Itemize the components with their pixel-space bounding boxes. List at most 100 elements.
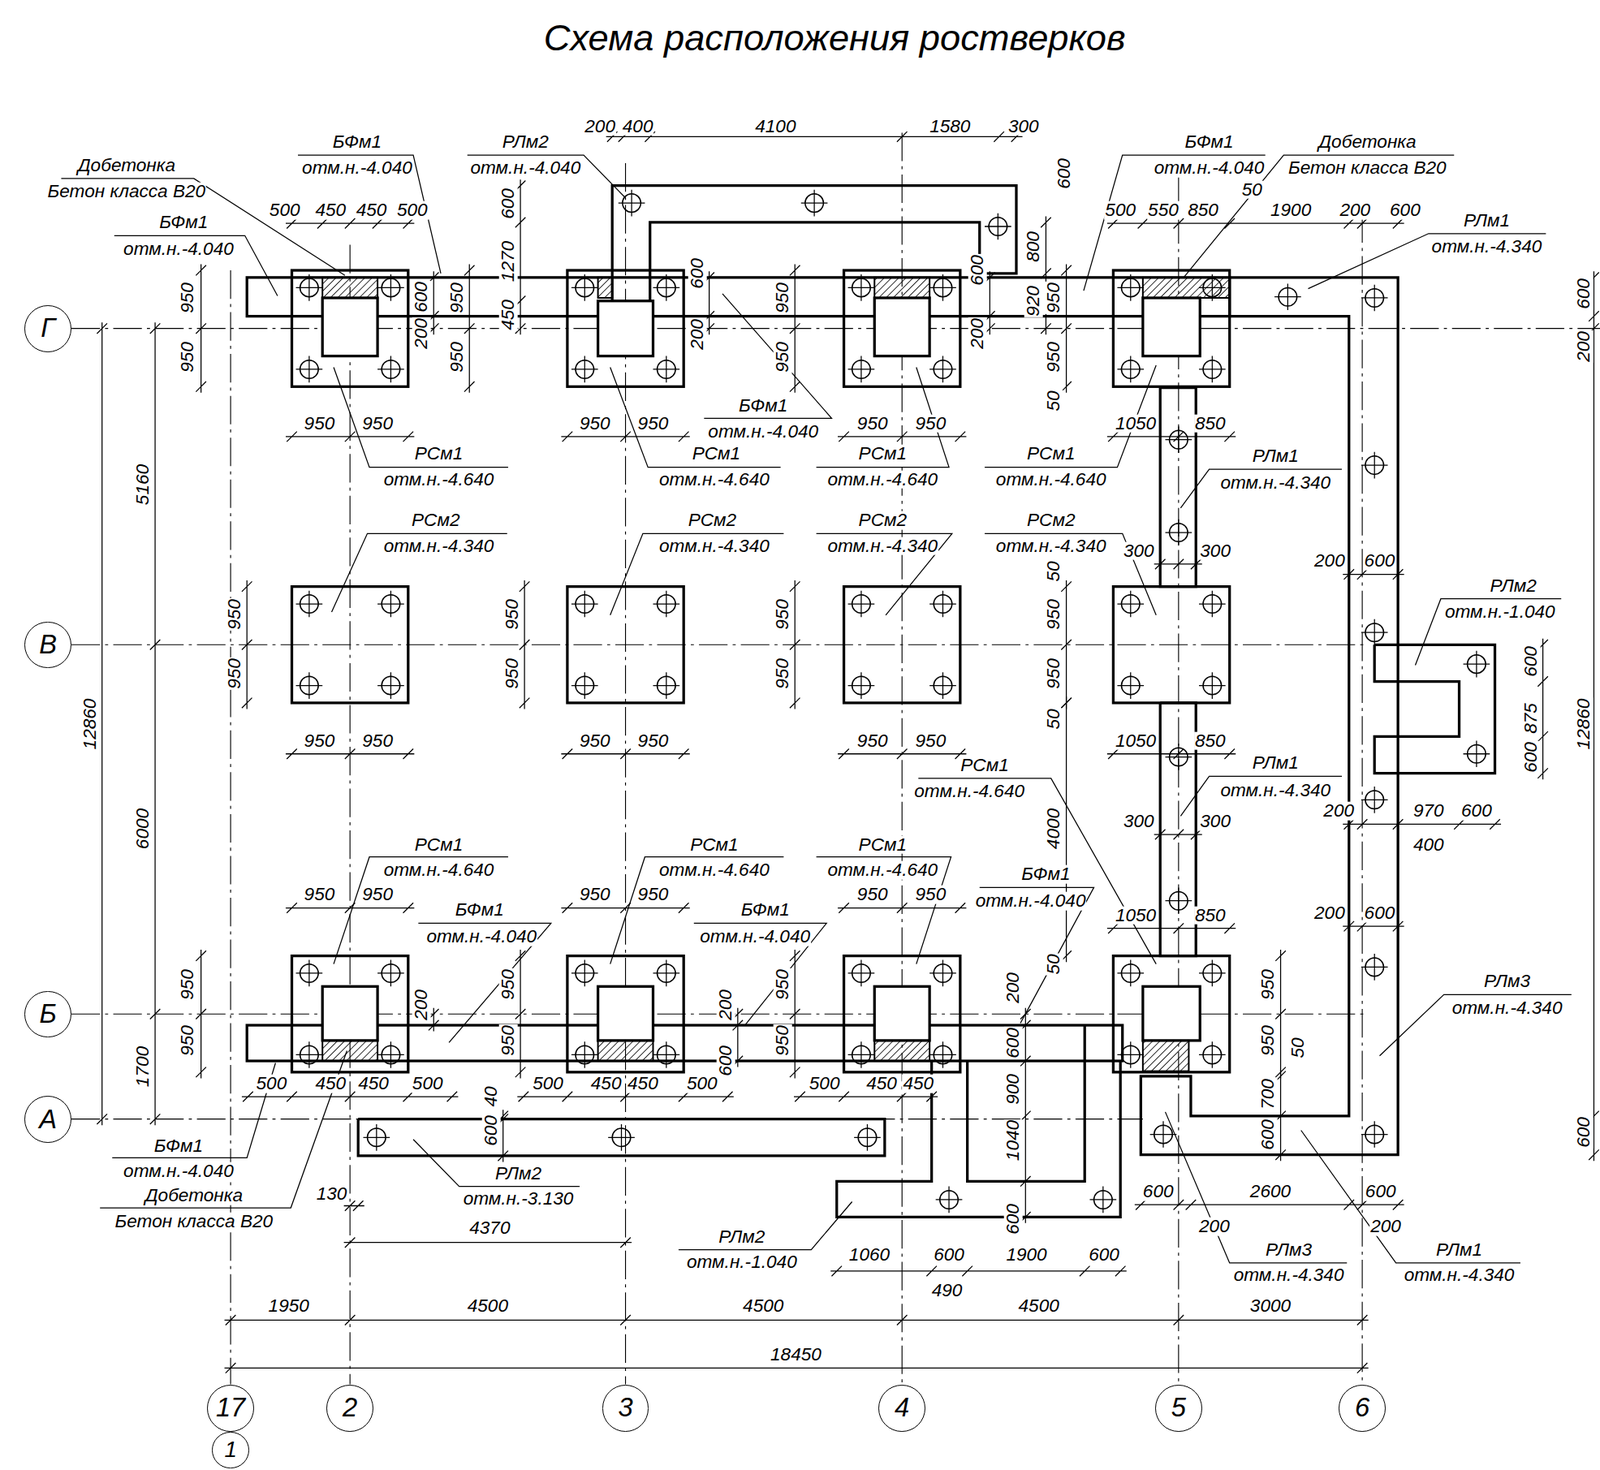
dimension-value: 200 — [1574, 331, 1594, 364]
dimension-line — [560, 748, 690, 760]
dimension-value: 200 — [1338, 201, 1372, 220]
concrete-infill — [322, 1040, 378, 1061]
elevation-mark: отм.н.-4.040 — [122, 239, 235, 259]
dimension-value: 500 — [531, 1074, 565, 1094]
dimension-value: 1050 — [1114, 731, 1157, 751]
dimension-value: 200 — [412, 317, 432, 350]
axis-bubble: А — [24, 1095, 72, 1143]
dimension-value: 50 — [1241, 180, 1264, 199]
pile-symbol — [608, 1124, 635, 1152]
pile-cross — [652, 672, 680, 699]
elevation-mark: отм.н.-4.340 — [995, 536, 1108, 556]
pile-symbol — [1361, 619, 1389, 647]
dimension-value: 1040 — [1004, 1119, 1023, 1162]
grillage-beam — [967, 1025, 1086, 1182]
dimension-value: 950 — [773, 657, 793, 691]
dimension-value: 300 — [1122, 541, 1156, 561]
dimension-value: 600 — [1521, 645, 1540, 678]
dimension-value: 5160 — [133, 463, 153, 506]
dimension-value: 600 — [1004, 1203, 1023, 1236]
pile-symbol — [801, 189, 829, 217]
dimension-value: 50 — [1044, 708, 1064, 731]
note-text: Добетонка — [77, 155, 177, 175]
dimension-value: 950 — [914, 414, 948, 433]
dimension-value: 950 — [303, 885, 337, 905]
dimension-value: 200 — [1322, 802, 1355, 821]
dimension-value: 400 — [1412, 835, 1445, 854]
leader-line — [333, 366, 509, 467]
pile-cross — [848, 356, 876, 384]
axis-bubble: 3 — [602, 1384, 650, 1432]
pile-cross — [1361, 1121, 1389, 1148]
pile-symbol — [1198, 672, 1226, 699]
elevation-mark: отм.н.-4.040 — [974, 892, 1087, 911]
dimension-value: 200 — [715, 988, 735, 1022]
pile-cross — [1361, 953, 1389, 981]
dimension-value: 4100 — [754, 117, 797, 137]
elevation-mark: отм.н.-4.340 — [1233, 1266, 1346, 1286]
dimension-value: 200 — [583, 117, 617, 137]
pile-symbol — [296, 590, 324, 618]
note-text: РСм1 — [414, 835, 464, 854]
pile-cross — [1198, 274, 1226, 302]
pile-symbol — [652, 590, 680, 618]
dimension-value: 950 — [361, 885, 394, 905]
elevation-mark: отм.н.-4.040 — [469, 159, 582, 178]
dimension-value: 950 — [225, 657, 245, 691]
axis-bubble: В — [24, 621, 72, 669]
dimension-value: 950 — [773, 340, 793, 374]
pile-symbol — [296, 960, 324, 988]
pile-cross — [571, 274, 599, 302]
column-socket — [874, 297, 930, 357]
dimension-value: 950 — [578, 731, 612, 751]
pile-cap — [292, 270, 409, 387]
axis-bubble: 5 — [1155, 1384, 1203, 1432]
pile-symbol — [571, 274, 599, 302]
pile-symbol — [1198, 590, 1226, 618]
dimension-line — [1342, 921, 1404, 932]
leader-line — [1165, 1112, 1348, 1264]
dimension-line — [1107, 218, 1405, 229]
pile-symbol — [1198, 274, 1226, 302]
concrete-infill — [598, 1040, 654, 1061]
dimension-line — [1107, 922, 1236, 934]
pile-symbol — [929, 356, 957, 384]
dimension-line — [285, 218, 415, 229]
dimension-value: 950 — [773, 598, 793, 631]
pile-cross — [571, 960, 599, 988]
note-text: РСм2 — [1026, 511, 1076, 531]
elevation-mark: отм.н.-4.340 — [1219, 473, 1332, 492]
pile-symbol — [377, 356, 405, 384]
pile-symbol — [618, 189, 646, 217]
column-socket — [1142, 986, 1200, 1041]
leader-line — [467, 155, 626, 198]
pile-cross — [1089, 1186, 1117, 1214]
note-text: РСм1 — [1026, 444, 1076, 464]
dimension-value: 450 — [314, 1074, 347, 1094]
pile-cross — [853, 1124, 881, 1152]
dimension-value: 450 — [355, 201, 389, 220]
pile-symbol — [1116, 590, 1144, 618]
dimension-value: 400 — [621, 117, 655, 137]
dimension-line — [560, 902, 690, 914]
pile-cross — [1116, 1041, 1144, 1069]
pile-symbol — [1198, 356, 1226, 384]
concrete-infill — [874, 277, 930, 298]
dimension-line — [224, 1362, 1369, 1374]
elevation-mark: отм.н.-4.640 — [913, 782, 1026, 802]
pile-symbol — [377, 590, 405, 618]
dimension-value: 1580 — [928, 117, 971, 137]
note-text: РСм1 — [689, 835, 739, 854]
pile-cross — [1198, 1041, 1226, 1069]
dimension-value: 950 — [448, 340, 467, 374]
pile-cap — [844, 586, 961, 703]
dimension-value: 875 — [1521, 702, 1540, 735]
leader-line — [694, 922, 827, 1026]
pile-cross — [1198, 960, 1226, 988]
axis-label: 2 — [342, 1394, 358, 1422]
leader-line — [1180, 776, 1342, 816]
pile-symbol — [848, 960, 876, 988]
pile-cross — [929, 590, 957, 618]
